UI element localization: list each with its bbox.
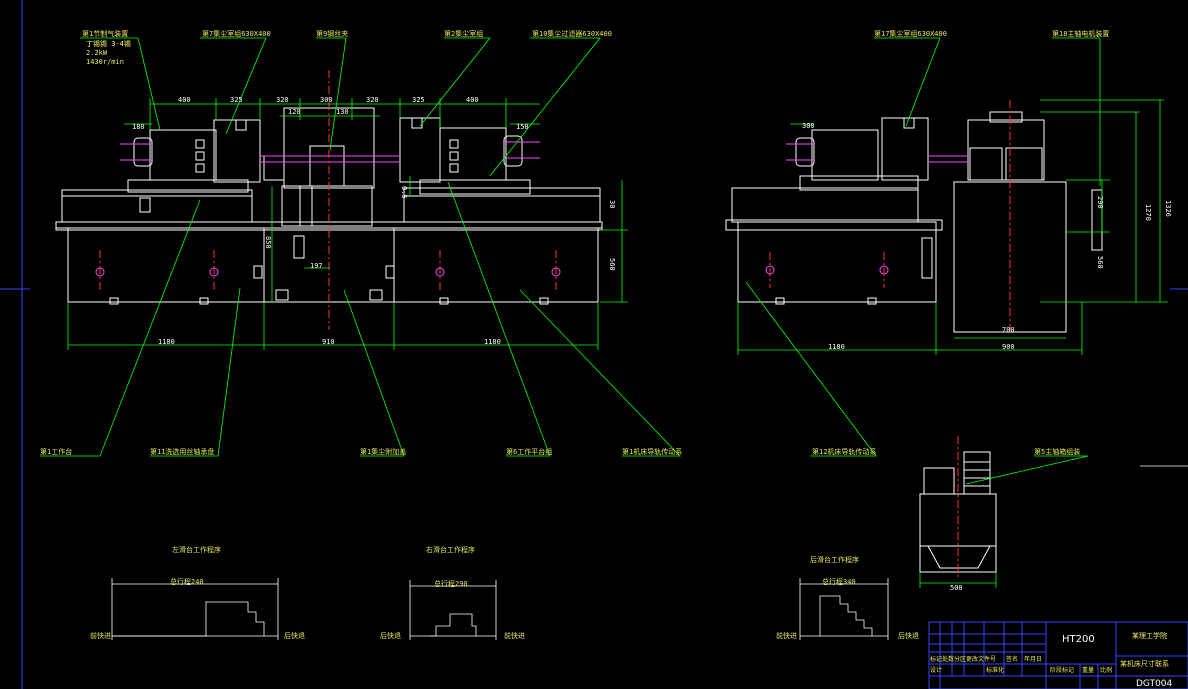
step-chart-1-left: 前快进 bbox=[90, 632, 111, 640]
tb-row-label-2: 处数 bbox=[942, 656, 955, 663]
step-chart-1-title: 左滑台工作程序 bbox=[172, 546, 221, 554]
dim-side-v-290: 290 bbox=[1096, 196, 1104, 209]
callout-front-bottom-2: 第11洗选用丝轴承盘 bbox=[150, 448, 215, 456]
front-view bbox=[40, 37, 681, 457]
step-chart-1-span: 总行程240 bbox=[170, 578, 204, 586]
dim-side-top-1: 300 bbox=[802, 122, 815, 130]
step-chart-2-left: 后快退 bbox=[380, 632, 401, 640]
title-block-code: HT200 bbox=[1062, 634, 1095, 645]
dim-side-v-1326: 1326 bbox=[1164, 200, 1172, 217]
dim-side-bottom-2: 700 bbox=[1002, 326, 1015, 334]
dim-front-bottom-3: 1180 bbox=[484, 338, 501, 346]
step-chart-3-span: 总行程340 bbox=[822, 578, 856, 586]
title-block bbox=[928, 621, 1188, 689]
small-view bbox=[919, 436, 1188, 588]
dim-front-inner-2: 130 bbox=[336, 108, 349, 116]
dim-front-v-560: 560 bbox=[608, 258, 616, 271]
dim-front-v-30: 30 bbox=[608, 200, 616, 209]
tb-row3-1: 阶段标记 bbox=[1050, 667, 1075, 674]
dim-front-v-05: 0.5 bbox=[400, 186, 408, 199]
callout-front-top-1: 第1节制气装置 bbox=[82, 30, 129, 38]
callout-front-bottom-5: 第1机床导轨传动系 bbox=[622, 448, 683, 456]
title-block-name: 某机床尺寸联系 bbox=[1120, 660, 1169, 668]
tb-row-label-4: 更改文件号 bbox=[966, 656, 997, 663]
dim-front-side-left: 180 bbox=[132, 123, 145, 131]
step-chart-3-left: 前快进 bbox=[776, 632, 797, 640]
tb-row-label-6: 年月日 bbox=[1024, 656, 1043, 663]
dim-front-197: 197 bbox=[310, 262, 323, 270]
callout-front-sub-3: 1430r/min bbox=[86, 58, 124, 66]
tb-row3-3: 比例 bbox=[1100, 667, 1113, 674]
dim-front-side-right: 150 bbox=[516, 123, 529, 131]
tb-row-label-5: 签名 bbox=[1006, 656, 1019, 663]
dim-front-top-7: 400 bbox=[466, 96, 479, 104]
step-chart-2-right: 前快进 bbox=[504, 632, 525, 640]
tb-row-label-1: 标记 bbox=[930, 656, 943, 663]
left-table bbox=[61, 189, 253, 223]
dim-front-bottom-2: 910 bbox=[322, 338, 335, 346]
dim-front-v-850: 850 bbox=[264, 236, 272, 249]
dim-front-top-5: 320 bbox=[366, 96, 379, 104]
tb-row-label-3: 分区 bbox=[954, 656, 967, 663]
callout-front-bottom-1: 第1工作台 bbox=[40, 448, 73, 456]
tb-row3-2: 重量 bbox=[1082, 667, 1095, 674]
callout-front-bottom-3: 第1集尘附加盖 bbox=[360, 448, 407, 456]
callout-front-sub-2: 2.2kW bbox=[86, 49, 108, 57]
dim-front-top-4: 300 bbox=[320, 96, 333, 104]
callout-front-top-4: 第2集尘室组 bbox=[444, 30, 484, 38]
dim-front-top-3: 320 bbox=[276, 96, 289, 104]
callout-front-top-2: 第7集尘室组630X400 bbox=[202, 30, 271, 38]
tb-row2-2: 标准化 bbox=[986, 667, 1005, 674]
callout-front-top-5: 第10集尘过滤器630X400 bbox=[532, 30, 612, 38]
dim-side-v-560: 560 bbox=[1096, 256, 1104, 269]
right-table bbox=[403, 187, 601, 223]
tb-row2-1: 设计 bbox=[930, 667, 943, 674]
step-chart-3-right: 后快退 bbox=[898, 632, 919, 640]
step-chart-3-title: 后滑台工作程序 bbox=[810, 556, 859, 564]
dim-side-bottom-3: 900 bbox=[1002, 343, 1015, 351]
callout-front-bottom-4: 第6工作平台组 bbox=[506, 448, 553, 456]
dim-front-top-2: 325 bbox=[230, 96, 243, 104]
side-view bbox=[725, 37, 1168, 457]
dim-front-top-6: 325 bbox=[412, 96, 425, 104]
callout-side-bottom-1: 第12机床导轨传动系 bbox=[812, 448, 877, 456]
dim-side-bottom-1: 1180 bbox=[828, 343, 845, 351]
title-block-drawing-no: DGT004 bbox=[1136, 679, 1173, 689]
step-chart-1-right: 后快退 bbox=[284, 632, 305, 640]
dim-front-top-1: 400 bbox=[178, 96, 191, 104]
dim-front-bottom-1: 1180 bbox=[158, 338, 175, 346]
left-head bbox=[149, 129, 217, 181]
dim-side-v-1270: 1270 bbox=[1144, 204, 1152, 221]
callout-small: 第5主轴箱组装 bbox=[1034, 448, 1081, 456]
callout-front-sub-1: 丁锡锡 3-4锡 bbox=[86, 40, 131, 48]
callout-side-top-1: 第17集尘室组630X400 bbox=[874, 30, 947, 38]
title-block-school: 某理工学院 bbox=[1132, 632, 1167, 640]
step-chart-2-title: 右滑台工作程序 bbox=[426, 546, 475, 554]
dim-small-bottom: 500 bbox=[950, 584, 963, 592]
dim-front-inner-1: 120 bbox=[288, 108, 301, 116]
callout-front-top-3: 第9钢丝夹 bbox=[316, 30, 349, 38]
step-chart-2-span: 总行程290 bbox=[434, 580, 468, 588]
callout-side-top-2: 第18主轴电机装置 bbox=[1052, 30, 1110, 38]
step-charts bbox=[111, 578, 889, 640]
